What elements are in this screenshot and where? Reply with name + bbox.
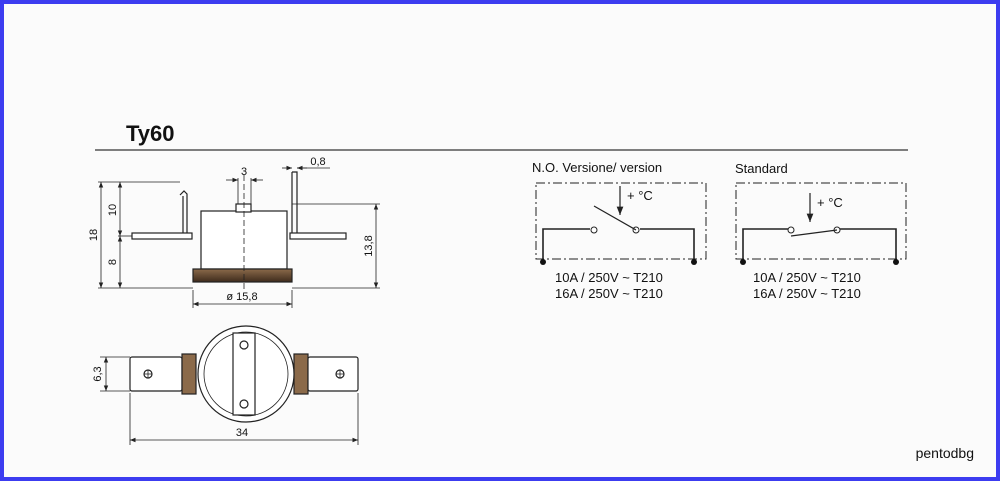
schematic-standard-temp-label: + °C	[817, 195, 843, 210]
schematic-no-rating-2: 16A / 250V ~ T210	[555, 286, 663, 301]
dim-3-label: 3	[241, 166, 247, 178]
dim-13-8-label: 13,8	[363, 235, 375, 256]
schematic-standard-rating-1: 10A / 250V ~ T210	[753, 270, 861, 285]
schematic-standard-rating-2: 16A / 250V ~ T210	[753, 286, 861, 301]
watermark-text: pentodbg	[916, 445, 974, 461]
schematic-no-version: N.O. Versione/ version + °C 10A / 250V ~…	[532, 160, 707, 301]
schematic-standard-heading: Standard	[735, 161, 788, 176]
dim-0-8-label: 0,8	[310, 156, 325, 168]
dim-18-label: 18	[88, 229, 100, 241]
side-view	[131, 171, 347, 290]
schematic-no-temp-label: + °C	[627, 188, 653, 203]
dim-diameter-label: ø 15,8	[226, 291, 257, 303]
top-view	[129, 325, 359, 423]
dim-10-label: 10	[107, 204, 119, 216]
right-terminal-upper	[292, 171, 298, 238]
dim-6-3-label: 6,3	[92, 366, 104, 381]
schematic-no-heading: N.O. Versione/ version	[532, 160, 662, 175]
dim-34-label: 34	[236, 427, 248, 439]
schematic-standard: Standard + °C 10A / 250V ~ T210 16A / 25…	[735, 161, 907, 301]
left-terminal-upper	[179, 190, 188, 238]
schematic-no-rating-1: 10A / 250V ~ T210	[555, 270, 663, 285]
product-title: Ty60	[126, 121, 175, 146]
side-dimensions	[98, 165, 380, 308]
top-dimensions	[100, 356, 359, 445]
dim-8-label: 8	[107, 259, 119, 265]
